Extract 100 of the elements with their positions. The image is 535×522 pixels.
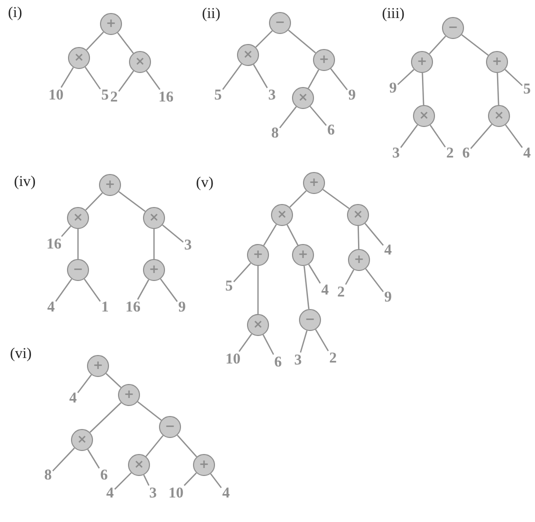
operand-number: 3 bbox=[149, 486, 157, 502]
operator-node: + bbox=[303, 172, 325, 194]
tree-branch bbox=[253, 64, 268, 88]
operand-number: 9 bbox=[178, 300, 186, 316]
operator-node: + bbox=[87, 355, 109, 377]
tree-branch bbox=[345, 269, 354, 285]
operator-node: + bbox=[348, 249, 370, 271]
operand-number: 6 bbox=[100, 468, 108, 484]
tree-branch bbox=[77, 229, 79, 259]
operator-node: × bbox=[413, 105, 435, 127]
operator-node: − bbox=[442, 17, 464, 39]
panel-label: (i) bbox=[8, 6, 22, 21]
operator-node: + bbox=[118, 384, 140, 406]
tree-branch bbox=[153, 229, 155, 259]
tree-branch bbox=[310, 106, 327, 126]
operand-number: 9 bbox=[389, 82, 397, 96]
tree-branch bbox=[504, 69, 523, 86]
operand-number: 6 bbox=[327, 124, 335, 138]
tree-branch bbox=[315, 329, 329, 352]
operand-number: 16 bbox=[126, 300, 140, 316]
tree-branch bbox=[238, 334, 252, 352]
tree-branch bbox=[422, 72, 424, 106]
tree-branch bbox=[308, 264, 321, 284]
operand-number: 6 bbox=[274, 356, 282, 370]
tree-branch bbox=[87, 449, 100, 469]
operand-number: 1 bbox=[101, 300, 109, 316]
tree-branch bbox=[233, 262, 252, 282]
operand-number: 4 bbox=[321, 284, 329, 298]
operand-number: 9 bbox=[348, 88, 356, 104]
operand-number: 4 bbox=[69, 392, 77, 406]
tree-branch bbox=[461, 34, 489, 56]
tree-branch bbox=[184, 472, 197, 486]
operator-node: + bbox=[143, 259, 165, 281]
tree-branch bbox=[222, 64, 242, 90]
tree-branch bbox=[288, 30, 316, 54]
panel-label: (v) bbox=[196, 176, 214, 191]
tree-branch bbox=[145, 435, 164, 457]
tree-branch bbox=[60, 67, 74, 88]
tree-branch bbox=[505, 124, 523, 148]
operator-node: + bbox=[193, 454, 215, 476]
operand-number: 10 bbox=[168, 486, 184, 502]
operand-number: 4 bbox=[222, 486, 230, 502]
operator-node: + bbox=[100, 13, 122, 35]
operand-number: 3 bbox=[184, 238, 192, 254]
tree-branch bbox=[289, 190, 307, 208]
operator-node: × bbox=[247, 314, 269, 336]
operator-node: × bbox=[237, 44, 259, 66]
tree-branch bbox=[118, 70, 134, 92]
operator-node: × bbox=[128, 454, 150, 476]
tree-branch bbox=[84, 66, 101, 90]
operand-number: 3 bbox=[392, 146, 400, 162]
tree-branch bbox=[365, 268, 384, 292]
operand-number: 10 bbox=[48, 88, 64, 104]
operator-node: − bbox=[299, 309, 321, 331]
tree-branch bbox=[430, 124, 446, 148]
operand-number: 5 bbox=[523, 82, 531, 98]
operand-number: 4 bbox=[523, 146, 531, 162]
tree-branch bbox=[162, 224, 184, 243]
operator-node: × bbox=[488, 105, 510, 127]
tree-branch bbox=[286, 224, 298, 246]
tree-branch bbox=[52, 448, 75, 472]
tree-branch bbox=[90, 402, 122, 433]
panel-label: (ii) bbox=[202, 7, 220, 22]
operator-node: × bbox=[68, 47, 90, 69]
tree-branch bbox=[118, 191, 146, 212]
operator-node: + bbox=[313, 49, 335, 71]
operand-number: 3 bbox=[294, 354, 302, 368]
operand-number: 16 bbox=[158, 90, 174, 106]
operator-node: − bbox=[159, 416, 181, 438]
tree-branch bbox=[114, 472, 132, 490]
tree-branch bbox=[330, 68, 348, 90]
tree-branch bbox=[322, 188, 350, 210]
tree-branch bbox=[470, 124, 492, 149]
operator-node: + bbox=[99, 174, 121, 196]
tree-branch bbox=[146, 70, 160, 90]
tree-branch bbox=[176, 434, 198, 458]
tree-branch bbox=[496, 72, 500, 106]
operand-number: 8 bbox=[271, 126, 279, 142]
tree-branch bbox=[210, 473, 222, 488]
tree-branch bbox=[55, 278, 72, 302]
operator-node: × bbox=[347, 204, 369, 226]
operator-node: × bbox=[67, 207, 89, 229]
operator-node: − bbox=[269, 12, 291, 34]
tree-branch bbox=[304, 266, 310, 310]
tree-branch bbox=[84, 278, 101, 302]
operand-number: 4 bbox=[384, 244, 392, 258]
operator-node: − bbox=[67, 259, 89, 281]
tree-branch bbox=[77, 374, 92, 394]
operator-node: × bbox=[129, 51, 151, 73]
tree-branch bbox=[255, 30, 273, 48]
operand-number: 3 bbox=[268, 88, 276, 104]
panel-label: (vi) bbox=[10, 347, 32, 362]
tree-branch bbox=[85, 192, 103, 211]
tree-branch bbox=[300, 330, 308, 353]
panel-label: (iv) bbox=[14, 175, 36, 190]
operand-number: 5 bbox=[214, 88, 222, 104]
tree-branch bbox=[358, 226, 360, 250]
operand-number: 6 bbox=[462, 146, 470, 162]
tree-branch bbox=[117, 32, 134, 54]
operand-number: 9 bbox=[384, 290, 392, 306]
